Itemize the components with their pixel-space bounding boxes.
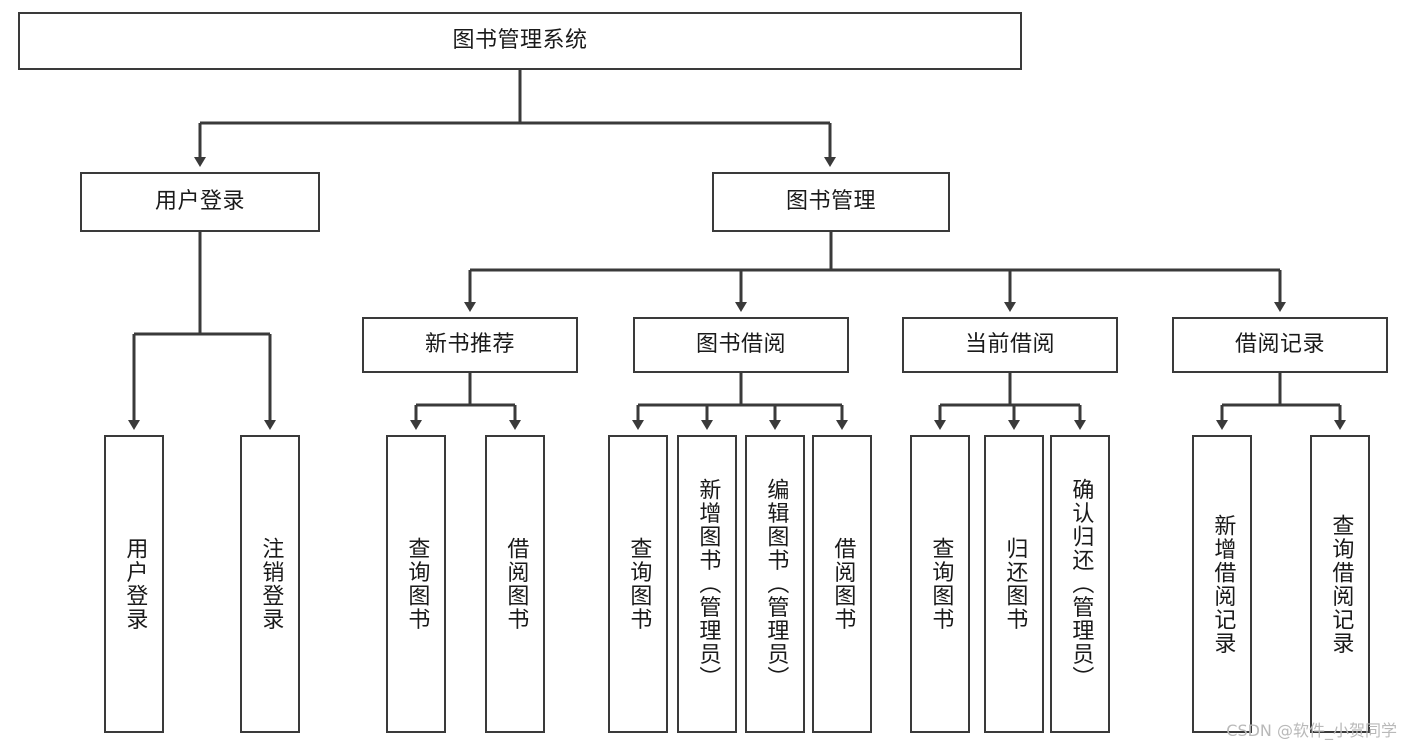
node-leaf-return-book-label: 归还图书 [1002, 537, 1028, 631]
node-new-book-recommend-label: 新书推荐 [424, 332, 515, 358]
node-leaf-borrow-book-2-label: 借阅图书 [830, 537, 856, 631]
node-book-borrow-label: 图书借阅 [695, 332, 786, 358]
node-leaf-confirm-return[interactable]: 确认归还（管理员） [1050, 435, 1110, 733]
node-leaf-user-logout[interactable]: 注销登录 [240, 435, 300, 733]
node-leaf-query-book-3-label: 查询图书 [928, 537, 954, 631]
node-leaf-add-record[interactable]: 新增借阅记录 [1192, 435, 1252, 733]
node-leaf-confirm-return-label: 确认归还（管理员） [1068, 478, 1094, 690]
node-leaf-query-record-label: 查询借阅记录 [1328, 513, 1354, 655]
node-leaf-user-login[interactable]: 用户登录 [104, 435, 164, 733]
node-book-borrow[interactable]: 图书借阅 [633, 317, 849, 373]
node-root[interactable]: 图书管理系统 [18, 12, 1022, 70]
node-leaf-return-book[interactable]: 归还图书 [984, 435, 1044, 733]
node-leaf-query-book-2[interactable]: 查询图书 [608, 435, 668, 733]
node-new-book-recommend[interactable]: 新书推荐 [362, 317, 578, 373]
node-leaf-query-book-3[interactable]: 查询图书 [910, 435, 970, 733]
node-user-login-label: 用户登录 [154, 189, 245, 215]
node-leaf-add-book[interactable]: 新增图书（管理员） [677, 435, 737, 733]
node-user-login[interactable]: 用户登录 [80, 172, 320, 232]
node-borrow-record[interactable]: 借阅记录 [1172, 317, 1388, 373]
node-book-manage-label: 图书管理 [785, 189, 876, 215]
node-leaf-user-login-label: 用户登录 [122, 537, 148, 631]
node-current-borrow-label: 当前借阅 [964, 332, 1055, 358]
node-leaf-query-book-1[interactable]: 查询图书 [386, 435, 446, 733]
node-leaf-add-book-label: 新增图书（管理员） [695, 478, 721, 690]
node-borrow-record-label: 借阅记录 [1234, 332, 1325, 358]
node-current-borrow[interactable]: 当前借阅 [902, 317, 1118, 373]
node-root-label: 图书管理系统 [452, 28, 588, 54]
node-leaf-borrow-book-2[interactable]: 借阅图书 [812, 435, 872, 733]
node-leaf-query-record[interactable]: 查询借阅记录 [1310, 435, 1370, 733]
node-leaf-borrow-book-1[interactable]: 借阅图书 [485, 435, 545, 733]
node-leaf-add-record-label: 新增借阅记录 [1210, 513, 1236, 655]
node-book-manage[interactable]: 图书管理 [712, 172, 950, 232]
node-leaf-edit-book[interactable]: 编辑图书（管理员） [745, 435, 805, 733]
node-leaf-query-book-2-label: 查询图书 [626, 537, 652, 631]
node-leaf-query-book-1-label: 查询图书 [404, 537, 430, 631]
csdn-watermark: CSDN @软件_小贺同学 [1226, 721, 1397, 740]
node-leaf-user-logout-label: 注销登录 [258, 537, 284, 631]
node-leaf-borrow-book-1-label: 借阅图书 [503, 537, 529, 631]
node-leaf-edit-book-label: 编辑图书（管理员） [763, 478, 789, 690]
